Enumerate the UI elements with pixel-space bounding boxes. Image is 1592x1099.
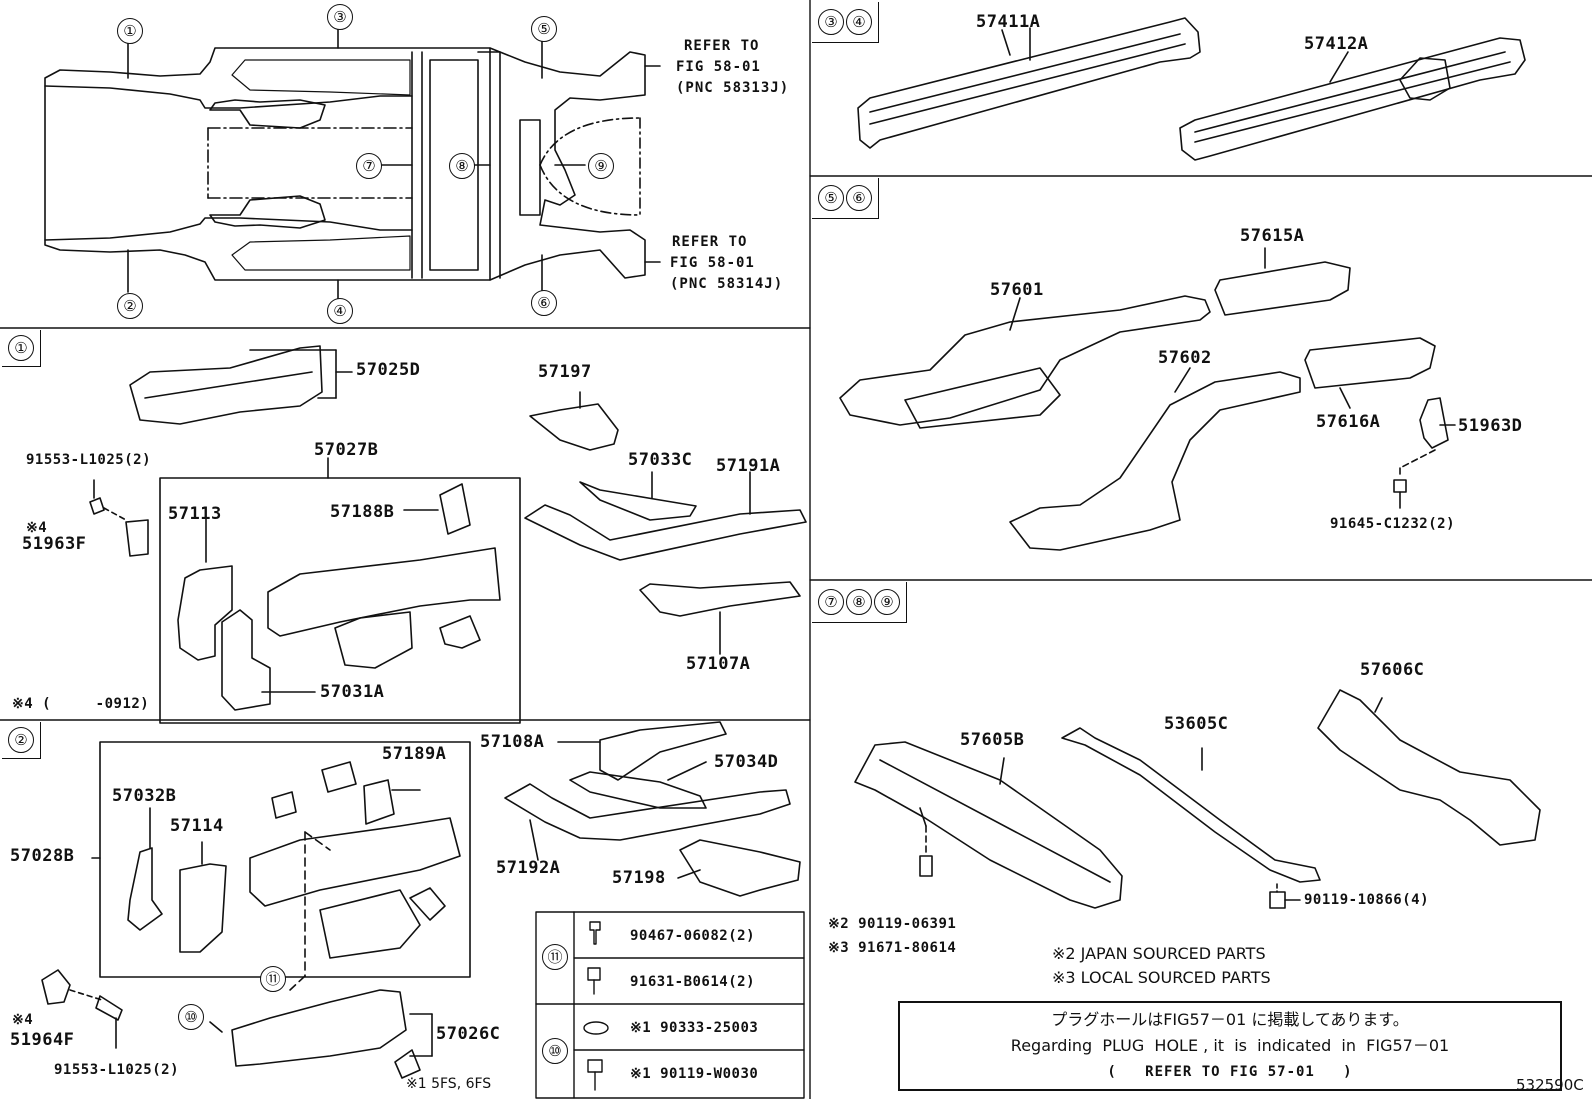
label-57107A: 57107A [686,654,751,674]
callout-9: ⑨ [588,153,614,179]
label-57188B: 57188B [330,502,395,522]
panel-1-footnote: ※4 ( -0912) [12,696,150,712]
plug-note-jp: プラグホールはFIG57－01 に掲載してあります。 [1051,1010,1409,1029]
callout-11-ref: ⑪ [260,966,286,992]
label-91553-L1025-b: 91553-L1025(2) [54,1062,180,1078]
label-note4-a: ※4 [26,520,48,536]
label-57616A: 57616A [1316,412,1381,432]
label-57605B: 57605B [960,730,1025,750]
label-90119-06391: ※2 90119-06391 [828,916,957,932]
label-91553-L1025-a: 91553-L1025(2) [26,452,152,468]
table-row-91631: 91631-B0614(2) [630,974,756,990]
label-57026C: 57026C [436,1024,501,1044]
callout-3: ③ [327,4,353,30]
label-57113: 57113 [168,504,222,524]
panel-2-parts [41,721,801,1079]
callout-7: ⑦ [356,153,382,179]
label-57189A: 57189A [382,744,447,764]
label-57034D: 57034D [714,752,779,772]
underbody-top-view [44,27,661,301]
label-57108A: 57108A [480,732,545,752]
label-53605C: 53605C [1164,714,1229,734]
label-57601: 57601 [990,280,1044,300]
label-91645-C1232: 91645-C1232(2) [1330,516,1456,532]
label-57606C: 57606C [1360,660,1425,680]
note-japan-sourced: ※2 JAPAN SOURCED PARTS [1052,944,1266,963]
plug-note-en: Regarding PLUG HOLE , it is indicated in… [1010,1036,1450,1055]
side-members-3-4 [857,17,1526,161]
label-91671-80614: ※3 91671-80614 [828,940,957,956]
label-90119-10866: 90119-10866(4) [1304,892,1430,908]
callout-6: ⑥ [531,290,557,316]
table-row-90467: 90467-06082(2) [630,928,756,944]
refer-lower: REFER TO FIG 58-01 (PNC 58314J) [670,234,784,292]
label-57192A: 57192A [496,858,561,878]
label-51963F: 51963F [22,534,87,554]
label-57031A: 57031A [320,682,385,702]
panel-tag-2: ② [2,722,41,759]
label-57602: 57602 [1158,348,1212,368]
note-local-sourced: ※3 LOCAL SOURCED PARTS [1052,968,1271,987]
callout-10-ref: ⑩ [178,1004,204,1030]
callout-5: ⑤ [531,16,557,42]
table-row-90333: ※1 90333-25003 [630,1020,759,1036]
label-57615A: 57615A [1240,226,1305,246]
floor-members-5-6 [839,247,1456,551]
label-57027B: 57027B [314,440,379,460]
crossmembers-7-8-9 [854,689,1541,909]
label-57032B: 57032B [112,786,177,806]
plug-note-ref: ( REFER TO FIG 57-01 ) [1107,1064,1353,1080]
label-57198: 57198 [612,868,666,888]
label-57028B: 57028B [10,846,75,866]
table-row-90119-W0030: ※1 90119-W0030 [630,1066,759,1082]
label-57197: 57197 [538,362,592,382]
table-group-11: ⑪ [542,944,568,970]
diagram-code: 532590C [1516,1076,1584,1094]
callout-1: ① [117,18,143,44]
label-note4-b: ※4 [12,1012,34,1028]
refer-upper: REFER TO FIG 58-01 (PNC 58313J) [676,38,790,96]
panel-1-parts [89,345,807,724]
label-57411A: 57411A [976,12,1041,32]
label-57412A: 57412A [1304,34,1369,54]
label-51963D: 51963D [1458,416,1523,436]
plug-hole-note: プラグホールはFIG57－01 に掲載してあります。 Regarding PLU… [898,1001,1562,1091]
callout-8: ⑧ [449,153,475,179]
label-57033C: 57033C [628,450,693,470]
label-57191A: 57191A [716,456,781,476]
panel-tag-1: ① [2,330,41,367]
callout-2: ② [117,293,143,319]
note-5fs-6fs: ※1 5FS, 6FS [406,1076,492,1092]
hardware-table [535,911,805,1099]
label-51964F: 51964F [10,1030,75,1050]
callout-4: ④ [327,298,353,324]
label-57025D: 57025D [356,360,421,380]
table-group-10: ⑩ [542,1038,568,1064]
label-57114: 57114 [170,816,224,836]
